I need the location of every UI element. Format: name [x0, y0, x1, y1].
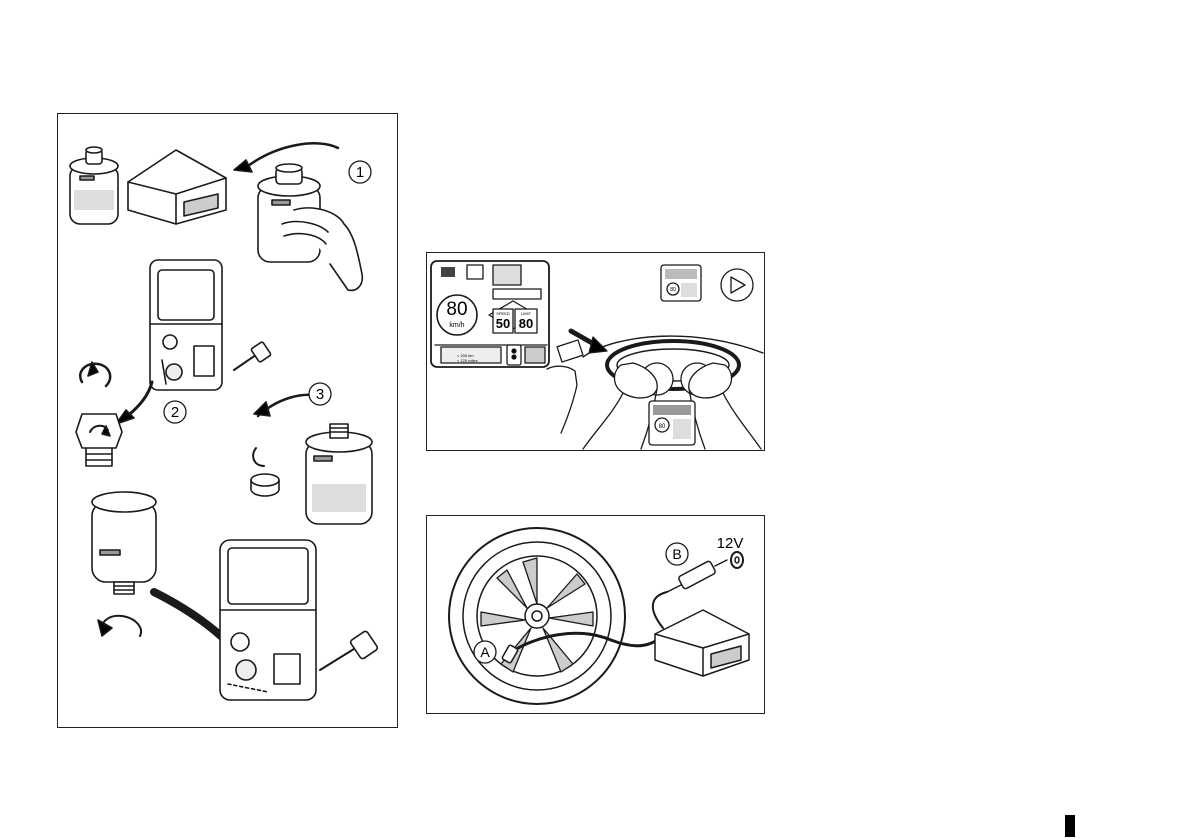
power-cable: [653, 592, 667, 628]
tyre-compressor-drawing: A B 12V: [427, 516, 766, 715]
svg-text:B: B: [672, 546, 681, 562]
voltage-label: 12V: [717, 535, 744, 552]
thumbnail-speed-bottom: 80: [659, 424, 666, 430]
page-edge-marker: [1065, 815, 1075, 837]
speed-warning-sticker-figure: 80 km/h SPEED 50 LIMIT 80 < 200 km < 125…: [426, 252, 765, 451]
speed-unit: km/h: [449, 322, 464, 329]
bottle-in-hand-icon: [234, 143, 362, 290]
bottle-open-icon: [251, 395, 372, 524]
sign-right-value: 80: [519, 316, 533, 331]
step-2-badge: 2: [164, 401, 186, 423]
compressor-bottom-icon: [220, 540, 378, 700]
distance-text-miles: < 125 miles: [457, 358, 478, 363]
svg-text:1: 1: [356, 164, 364, 181]
label-a-badge: A: [474, 641, 496, 663]
power-plug-icon: [678, 560, 716, 589]
bottle-inverted-icon: [92, 492, 156, 636]
step-1-badge: 1: [349, 161, 371, 183]
svg-text:2: 2: [171, 404, 179, 421]
tyre-compressor-figure: A B 12V: [426, 515, 765, 714]
sticker-dashboard-drawing: 80 km/h SPEED 50 LIMIT 80 < 200 km < 125…: [427, 253, 766, 452]
sealant-assembly-drawing: 1 2 3: [58, 114, 399, 729]
step-3-badge: 3: [309, 383, 331, 405]
socket-12v-icon: [731, 552, 743, 568]
sealant-bottle-icon: [70, 147, 118, 224]
compressor-icon: [655, 610, 749, 676]
sealant-assembly-figure: 1 2 3: [57, 113, 398, 728]
label-b-badge: B: [666, 543, 688, 565]
sticker-hand: [547, 366, 577, 433]
compressor-open-icon: [150, 260, 271, 390]
valve-cap-icon: [76, 414, 122, 466]
sign-left-value: 50: [496, 316, 510, 331]
thumbnail-speed-top: 80: [670, 287, 676, 293]
speed-value: 80: [446, 299, 467, 320]
info-icon: [441, 267, 455, 277]
svg-text:A: A: [480, 644, 490, 660]
svg-text:3: 3: [316, 386, 324, 403]
compressor-box-icon: [128, 150, 226, 224]
